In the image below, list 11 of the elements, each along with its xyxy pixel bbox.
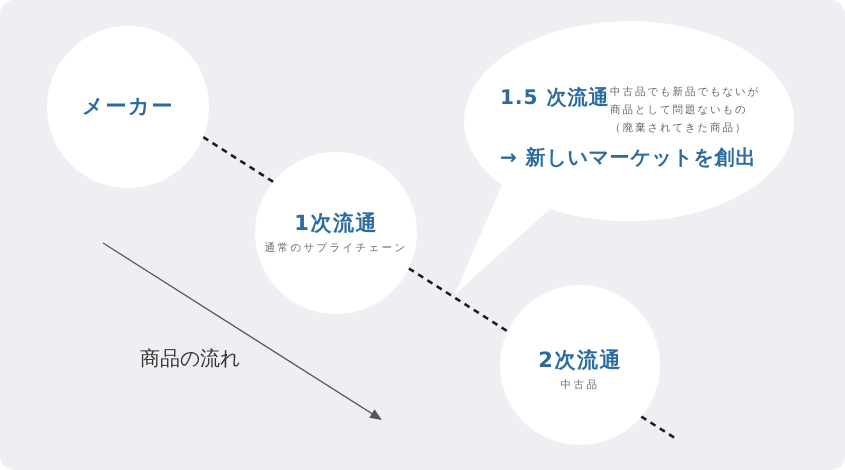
node-title: 2次流通 bbox=[538, 348, 622, 374]
node-subtitle: 中古品 bbox=[560, 379, 600, 392]
flow-label: 商品の流れ bbox=[140, 346, 240, 370]
bubble-note: 中古品でも新品でもないが商品として問題ないもの（廃棄されてきた商品） bbox=[610, 85, 760, 136]
node-title: 1次流通 bbox=[294, 210, 378, 236]
node-title: メーカー bbox=[82, 94, 174, 120]
node-subtitle: 通常のサプライチェーン bbox=[264, 242, 408, 256]
bubble-callout-text: → 新しいマーケットを創出 bbox=[500, 145, 757, 169]
bubble-title: 1.5 次流通 bbox=[500, 85, 610, 109]
dashed-connector bbox=[408, 267, 508, 332]
dashed-connector bbox=[202, 136, 274, 183]
